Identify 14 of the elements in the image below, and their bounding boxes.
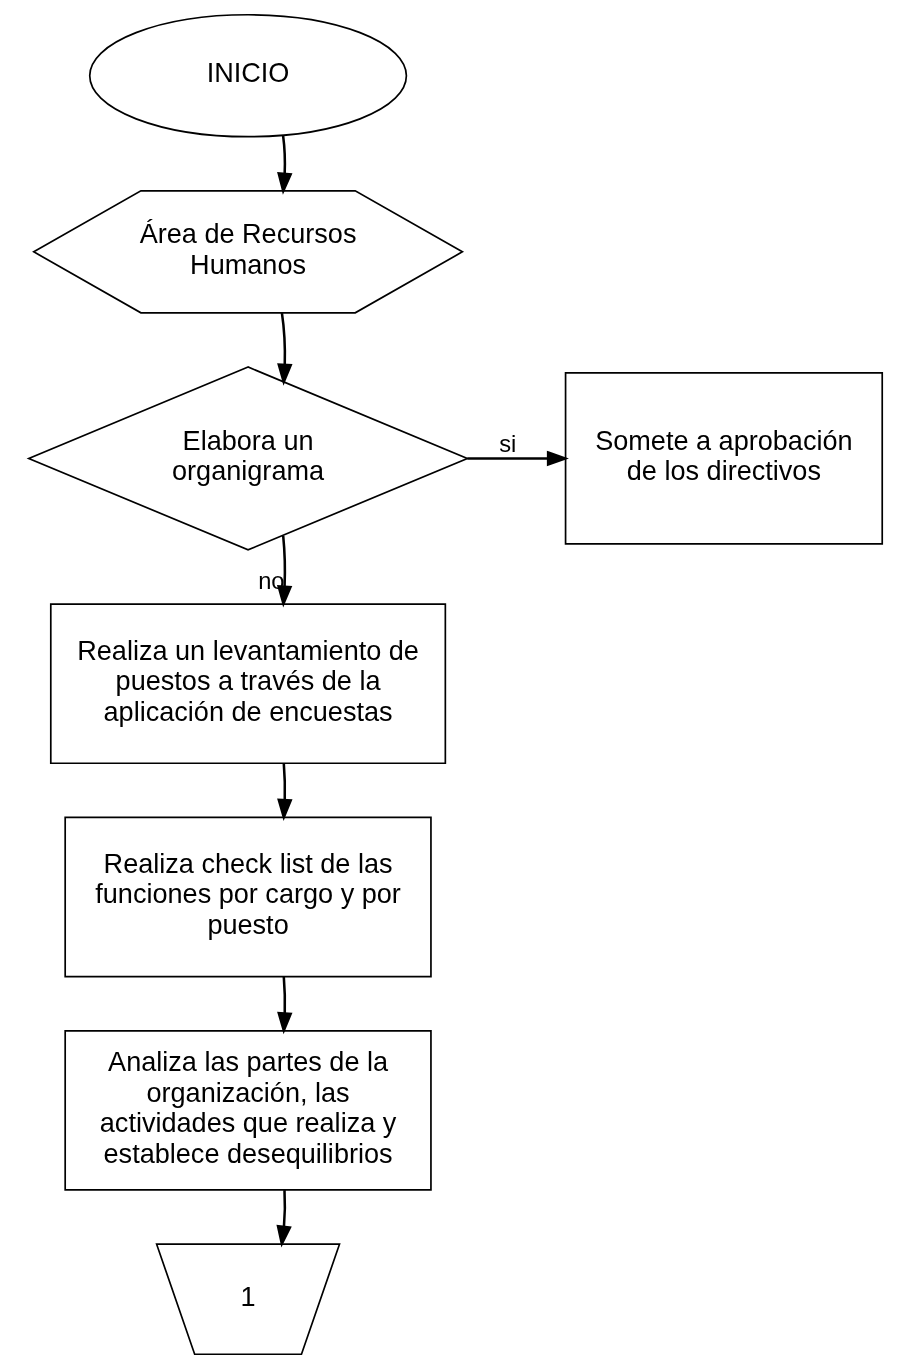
arrow xyxy=(275,1190,292,1248)
node-box: Analiza las partes de la organización, las actividades que realiza y establece desequilibrios xyxy=(63,1029,432,1191)
arrow xyxy=(276,535,292,608)
arrow xyxy=(466,450,569,467)
node-box: Realiza check list de las funciones por cargo y por puesto xyxy=(63,816,432,978)
arrow xyxy=(276,135,292,195)
arrow xyxy=(276,763,292,821)
node-diamond: Elabora un organigrama xyxy=(26,366,470,551)
edge-label: si xyxy=(498,431,516,457)
node-box: Somete a aprobación de los directivos xyxy=(564,372,883,545)
node-box: Realiza un levantamiento de puestos a través de la aplicación de encuestas xyxy=(49,603,446,765)
arrow xyxy=(276,976,292,1035)
node-ellipse: INICIO xyxy=(88,13,407,138)
arrow xyxy=(276,312,292,386)
